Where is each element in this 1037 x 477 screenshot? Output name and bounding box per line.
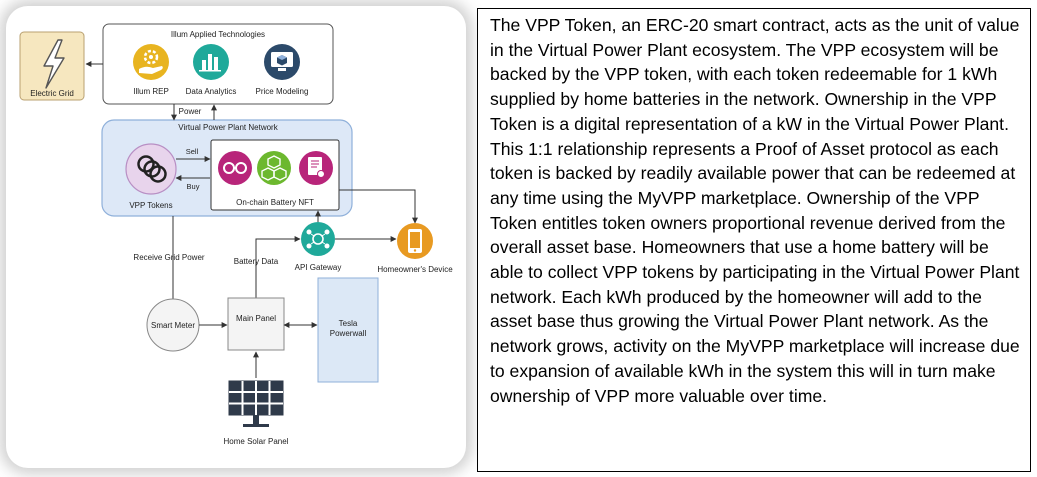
hand-gear-icon [133,44,169,80]
main-panel-node: Main Panel [227,297,285,351]
power-label: Power [179,107,202,116]
battery-data-arrow [255,236,301,298]
homeowner-device-node: Homeowner's Device [377,223,453,274]
battery-data-label: Battery Data [234,257,279,266]
home-solar-node: Home Solar Panel [224,380,289,446]
vpp-tokens-label: VPP Tokens [129,201,172,210]
homeowner-device-label: Homeowner's Device [377,265,453,274]
cubes-icon [257,151,291,185]
bar-chart-icon [193,44,229,80]
smart-meter-label: Smart Meter [151,321,195,330]
sell-label: Sell [186,147,199,156]
solar-panel-icon [228,380,284,427]
network-icon [301,222,335,256]
vpp-network-label: Virtual Power Plant Network [178,123,278,132]
electric-grid-node: Electric Grid [19,31,85,101]
battery-nft-label: On-chain Battery NFT [236,198,314,207]
tesla-label-line1: Tesla [339,319,358,328]
tesla-label-line2: Powerwall [330,329,367,338]
illum-rep-label: Illum REP [133,87,169,96]
description-panel: The VPP Token, an ERC-20 smart contract,… [477,8,1031,472]
lightning-bolt-icon [43,39,65,89]
smartphone-icon [397,223,433,259]
price-modeling-label: Price Modeling [256,87,309,96]
illum-group-label: Illum Applied Technologies [171,30,265,39]
api-gateway-node: API Gateway [295,222,342,272]
certificate-icon [299,151,333,185]
description-text: The VPP Token, an ERC-20 smart contract,… [490,15,1020,406]
diagram-panel: Electric Grid Illum Applied Technologies… [6,6,466,468]
vpp-network-node: Virtual Power Plant Network VPP Tokens [101,119,353,217]
main-panel-label: Main Panel [236,314,276,323]
monitor-cube-icon [264,44,300,80]
receive-grid-power-label: Receive Grid Power [133,253,204,262]
home-solar-label: Home Solar Panel [224,437,289,446]
coins-icon [125,143,177,195]
illum-group-node: Illum Applied Technologies Illum REP Dat… [102,23,334,105]
smart-meter-node: Smart Meter [146,298,200,352]
api-gateway-label: API Gateway [295,263,342,272]
tesla-powerwall-node: Tesla Powerwall [317,277,379,383]
link-icon [218,151,252,185]
buy-label: Buy [187,182,200,191]
architecture-diagram: Electric Grid Illum Applied Technologies… [19,23,453,446]
nft-to-device-arrow [339,189,418,224]
electric-grid-label: Electric Grid [30,89,74,98]
data-analytics-label: Data Analytics [186,87,237,96]
